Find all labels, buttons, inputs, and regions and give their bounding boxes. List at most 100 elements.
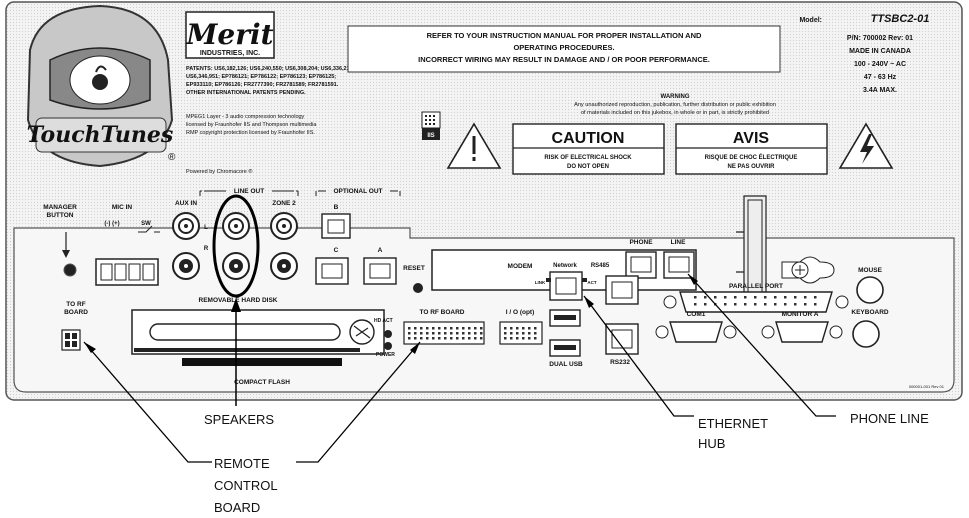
header-pin: [456, 332, 459, 335]
monitor-a-label: MONITOR A: [782, 311, 819, 318]
rs232-port[interactable]: [606, 324, 638, 354]
avis-line2: NE PAS OUVRIR: [728, 164, 776, 170]
header-pin: [528, 337, 531, 340]
io-opt-header[interactable]: [500, 322, 542, 344]
header-pin: [784, 303, 787, 306]
usb-port-top[interactable]: [550, 310, 580, 326]
sw-label: SW: [141, 221, 151, 227]
current-rating: 3.4A MAX.: [863, 87, 897, 94]
header-pin: [516, 327, 519, 330]
header-pin: [438, 332, 441, 335]
header-pin: [420, 337, 423, 340]
header-pin: [480, 337, 483, 340]
header-pin: [528, 332, 531, 335]
header-pin: [408, 337, 411, 340]
phone-line-callout-label: PHONE LINE: [850, 411, 929, 426]
mic-in-label: MIC IN: [112, 204, 133, 211]
optional-out-c-port[interactable]: [316, 258, 348, 284]
header-pin: [754, 296, 757, 299]
out-c-label: C: [334, 247, 339, 254]
header-pin: [764, 303, 767, 306]
line-out-right-jack[interactable]: [223, 253, 249, 279]
patents-line2: US6,346,951; EP786121; EP786122; EP78612…: [186, 74, 336, 80]
warning-title: WARNING: [661, 94, 690, 100]
part-number: P/N: 700002 Rev: 01: [847, 35, 913, 42]
keyboard-port[interactable]: [853, 321, 879, 347]
notice-line2: OPERATING PROCEDURES.: [513, 43, 614, 52]
caution-line2: DO NOT OPEN: [567, 164, 609, 170]
mpeg-line1: MPEG1 Layer - 3 audio compression techno…: [186, 114, 305, 120]
to-rf-board-label-2: BOARD: [64, 309, 88, 316]
usb-port-bottom[interactable]: [550, 340, 580, 356]
header-pin: [528, 327, 531, 330]
header-pin: [516, 332, 519, 335]
header-pin: [474, 327, 477, 330]
optional-out-b-port[interactable]: [322, 214, 350, 238]
line-out-label: LINE OUT: [234, 188, 264, 195]
header-pin: [474, 337, 477, 340]
header-pin: [510, 332, 513, 335]
mpeg-line2: licensed by Fraunhofer IIS and Thompson …: [186, 122, 317, 128]
hdd-lock-knob[interactable]: [350, 320, 374, 344]
header-pin: [438, 327, 441, 330]
optional-out-a-port[interactable]: [364, 258, 396, 284]
header-pin: [744, 296, 747, 299]
network-ethernet-port[interactable]: [546, 272, 587, 300]
header-pin: [510, 327, 513, 330]
parallel-port[interactable]: [664, 292, 848, 312]
mic-in-terminal-block[interactable]: [96, 259, 158, 285]
to-rf-board-header[interactable]: [404, 322, 484, 344]
optional-out-label: OPTIONAL OUT: [334, 188, 383, 195]
aux-in-left-jack[interactable]: [173, 213, 199, 239]
header-pin: [804, 303, 807, 306]
model-label: Model:: [799, 17, 822, 24]
header-pin: [438, 337, 441, 340]
header-pin: [444, 332, 447, 335]
header-pin: [456, 337, 459, 340]
header-pin: [462, 337, 465, 340]
power-led: [384, 342, 392, 350]
header-pin: [444, 327, 447, 330]
caution-title: CAUTION: [552, 130, 625, 147]
avis-line1: RISQUE DE CHOC ÉLECTRIQUE: [705, 153, 798, 161]
removable-hard-disk-bay[interactable]: [132, 310, 384, 354]
header-pin: [814, 296, 817, 299]
manager-button-label-1: MANAGER: [43, 204, 77, 211]
reset-button[interactable]: [413, 283, 423, 293]
powered-by: Powered by Chromacore ®: [186, 168, 252, 175]
header-pin: [522, 337, 525, 340]
network-label: Network: [553, 263, 577, 269]
mouse-port[interactable]: [857, 277, 883, 303]
frequency-rating: 47 - 63 Hz: [864, 74, 897, 81]
notice-line3: INCORRECT WIRING MAY RESULT IN DAMAGE AN…: [418, 55, 710, 64]
header-pin: [694, 296, 697, 299]
header-pin: [450, 337, 453, 340]
caution-line1: RISK OF ELECTRICAL SHOCK: [544, 155, 632, 161]
header-pin: [414, 337, 417, 340]
hd-act-label: HD ACT: [374, 318, 393, 324]
rf-board-connector[interactable]: [62, 330, 80, 350]
notice-line1: REFER TO YOUR INSTRUCTION MANUAL FOR PRO…: [427, 31, 702, 40]
aux-in-right-jack[interactable]: [173, 253, 199, 279]
header-pin: [468, 332, 471, 335]
touchtunes-logo-text: TouchTunes: [27, 122, 174, 148]
modem-line-port[interactable]: [664, 252, 694, 278]
header-pin: [408, 332, 411, 335]
speakers-callout-label: SPEAKERS: [204, 412, 274, 427]
header-pin: [510, 337, 513, 340]
header-pin: [450, 332, 453, 335]
header-pin: [456, 327, 459, 330]
zone2-left-jack[interactable]: [271, 213, 297, 239]
header-pin: [480, 332, 483, 335]
line-out-left-jack[interactable]: [223, 213, 249, 239]
manager-button[interactable]: [64, 264, 76, 276]
rs485-label: RS485: [591, 263, 610, 269]
header-pin: [462, 327, 465, 330]
zone2-right-jack[interactable]: [271, 253, 297, 279]
iis-badge-text: IIS: [427, 133, 434, 139]
modem-phone-port[interactable]: [626, 252, 656, 278]
header-pin: [774, 303, 777, 306]
compact-flash-slot[interactable]: [182, 358, 342, 366]
remote-callout-label-1: REMOTE: [214, 456, 270, 471]
rs485-port[interactable]: [606, 276, 638, 304]
